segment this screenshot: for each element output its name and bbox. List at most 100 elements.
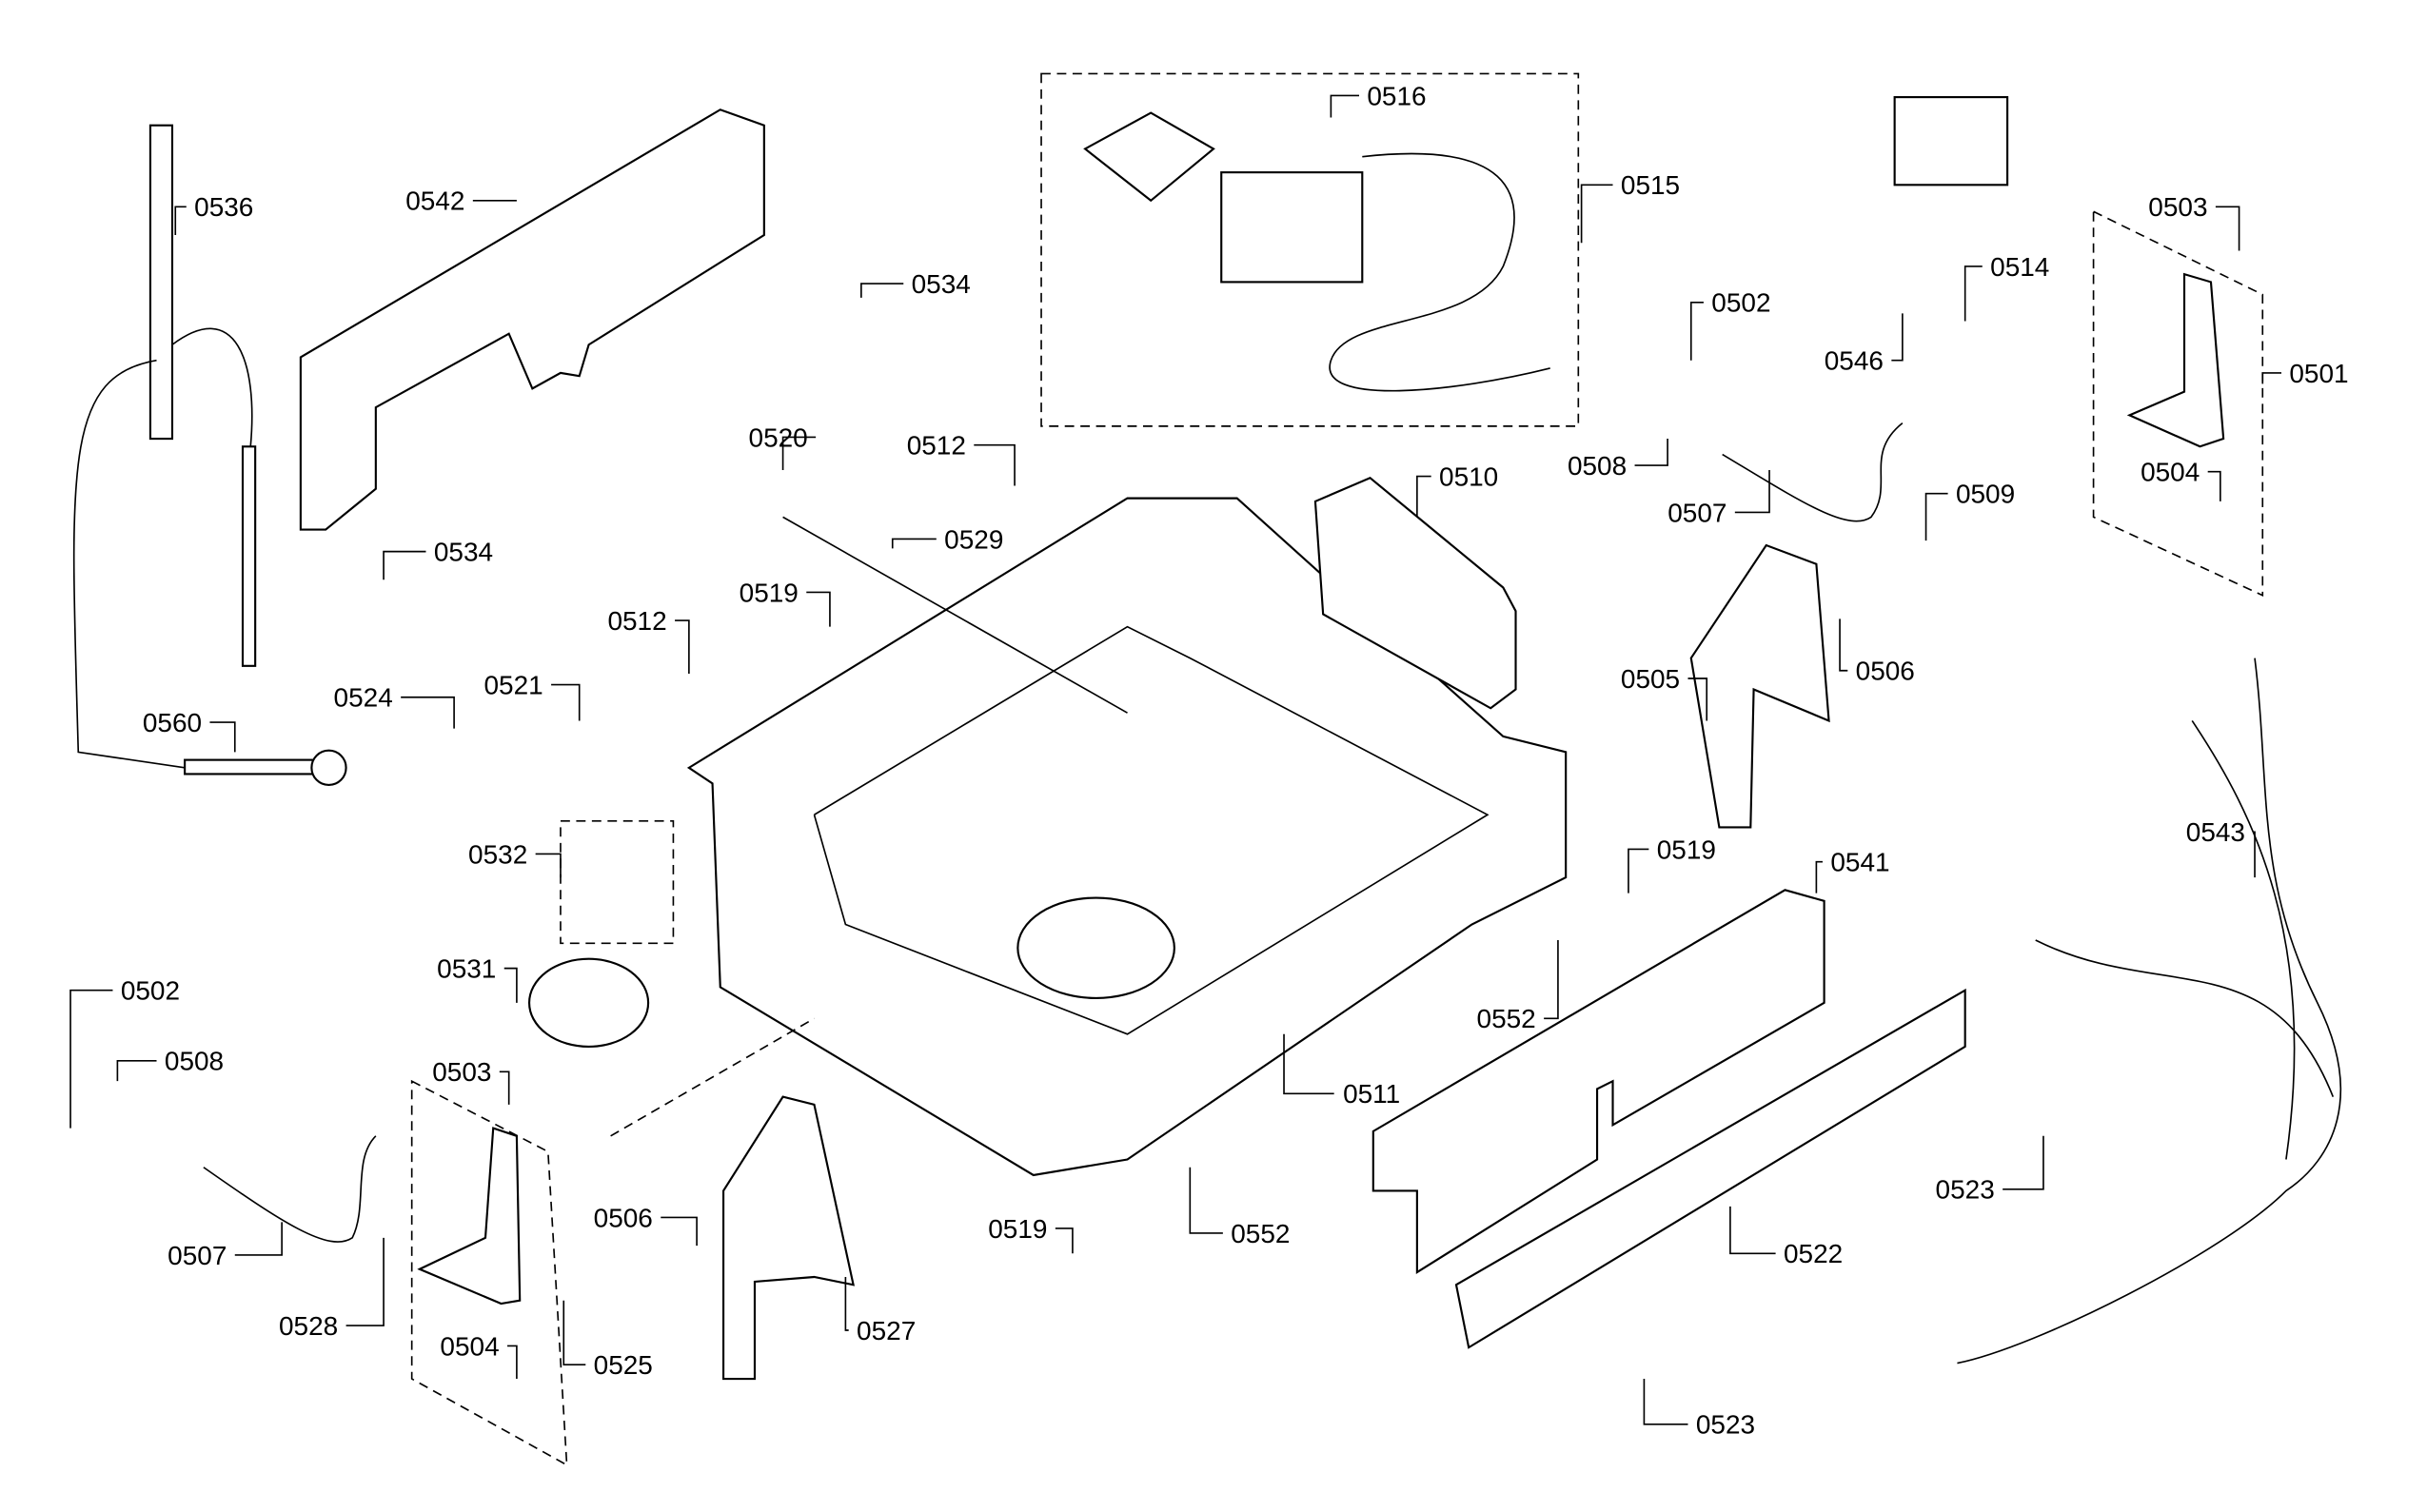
leader-line-0508 [116,1059,157,1082]
part-label-0503: 0503 [432,1057,491,1087]
part-label-0527: 0527 [857,1316,916,1345]
leader-line-0523 [2003,1135,2044,1190]
part-0522-panel [1454,988,1966,1349]
leader-line-0504 [2207,470,2221,501]
part-0543-harness [1957,658,2341,1365]
part-label-0511: 0511 [1343,1079,1400,1109]
leader-line-0506 [1839,619,1848,672]
leader-line-0519 [806,591,831,627]
leader-line-0527 [844,1277,849,1331]
leader-line-0506 [661,1216,698,1247]
leader-line-0531 [503,967,518,1003]
part-label-0525: 0525 [594,1350,653,1380]
leader-line-0529 [891,538,937,549]
leader-line-0519 [1628,848,1649,893]
group-box-0525 [410,1079,568,1467]
leader-line-0502 [1689,301,1704,361]
part-label-0541: 0541 [1830,848,1889,877]
leader-line-0560 [209,721,236,753]
part-label-0552: 0552 [1231,1219,1290,1248]
part-label-0507: 0507 [168,1241,227,1270]
part-label-0523: 0523 [1696,1410,1755,1440]
leader-line-0534 [383,550,426,580]
group-box-0515 [1040,72,1580,427]
part-label-0552: 0552 [1477,1004,1536,1033]
dash-line-0531 [610,1017,815,1137]
part-label-0504: 0504 [440,1331,499,1361]
part-label-0502: 0502 [121,976,180,1006]
leader-line-0515 [1580,184,1613,244]
leader-line-0502 [69,989,113,1129]
part-0536-wire [72,327,253,769]
leader-line-0508 [1634,439,1668,466]
part-spray-hub [1016,896,1175,999]
leader-line-0522 [1729,1206,1776,1255]
part-label-0531: 0531 [437,953,496,983]
leader-line-0532 [535,853,562,878]
part-label-0506: 0506 [1856,657,1915,686]
leader-line-0524 [401,696,455,729]
part-0560-wheel [310,749,347,787]
leader-line-0534 [860,283,904,298]
leader-line-0516 [1330,94,1359,118]
part-label-0504: 0504 [2141,458,2200,487]
leader-line-0543 [2253,831,2256,878]
group-box-0501 [2092,209,2264,598]
part-label-0520: 0520 [749,422,808,452]
parts [72,108,2341,1381]
part-label-0529: 0529 [944,524,1003,554]
part-label-0523: 0523 [1936,1175,1995,1205]
part-0527-hinge [721,1095,856,1381]
part-label-0519: 0519 [740,578,799,607]
leader-line-0520 [781,436,817,470]
part-label-0508: 0508 [165,1047,224,1076]
part-0525-hinge [417,1127,522,1306]
leader-line-0514 [1963,265,1983,322]
leader-line-0525 [562,1300,586,1366]
part-label-0503: 0503 [2148,192,2207,222]
part-0542-panel [299,108,765,531]
part-label-0519: 0519 [988,1214,1047,1244]
leader-line-0546 [1891,313,1904,362]
part-0531-disk [527,957,650,1049]
leader-line-0503 [499,1070,510,1105]
leader-line-0505 [1687,677,1708,721]
part-base-tub [686,497,1568,1177]
part-label-0546: 0546 [1825,346,1884,376]
part-0560-rod [184,758,327,776]
part-0529-rod [782,516,1128,714]
part-label-0512: 0512 [907,431,966,461]
part-label-0508: 0508 [1568,451,1627,481]
leader-line-0512 [675,619,690,675]
part-label-0516: 0516 [1367,81,1426,110]
part-0501-hinge [2126,272,2225,448]
part-label-0521: 0521 [484,670,543,699]
part-0515-lid [1083,111,1215,203]
part-label-0532: 0532 [468,839,527,869]
part-rod-2 [241,445,257,667]
leader-line-0523 [1643,1379,1688,1425]
part-0507-wire [1722,422,1904,522]
part-label-0522: 0522 [1784,1239,1843,1268]
part-box-top [1893,96,2009,187]
leader-line-0541 [1815,860,1823,893]
part-0536-rod [148,124,174,441]
part-label-0502: 0502 [1711,288,1770,318]
part-label-0534: 0534 [434,537,493,566]
leader-line-0504 [507,1345,518,1380]
part-label-0505: 0505 [1621,664,1680,694]
leader-line-0511 [1283,1033,1334,1095]
part-0507b-wire [203,1135,377,1243]
part-label-0543: 0543 [2186,817,2245,847]
part-0541-panel [1371,889,1825,1274]
part-label-0528: 0528 [279,1311,338,1341]
part-label-0560: 0560 [143,708,202,737]
leader-line-0507 [1734,469,1770,514]
part-label-0512: 0512 [607,606,666,636]
part-label-0507: 0507 [1667,498,1727,527]
part-0510-module [1313,476,1517,710]
leader-line-0521 [551,683,581,721]
leader-line-0507 [234,1222,283,1256]
